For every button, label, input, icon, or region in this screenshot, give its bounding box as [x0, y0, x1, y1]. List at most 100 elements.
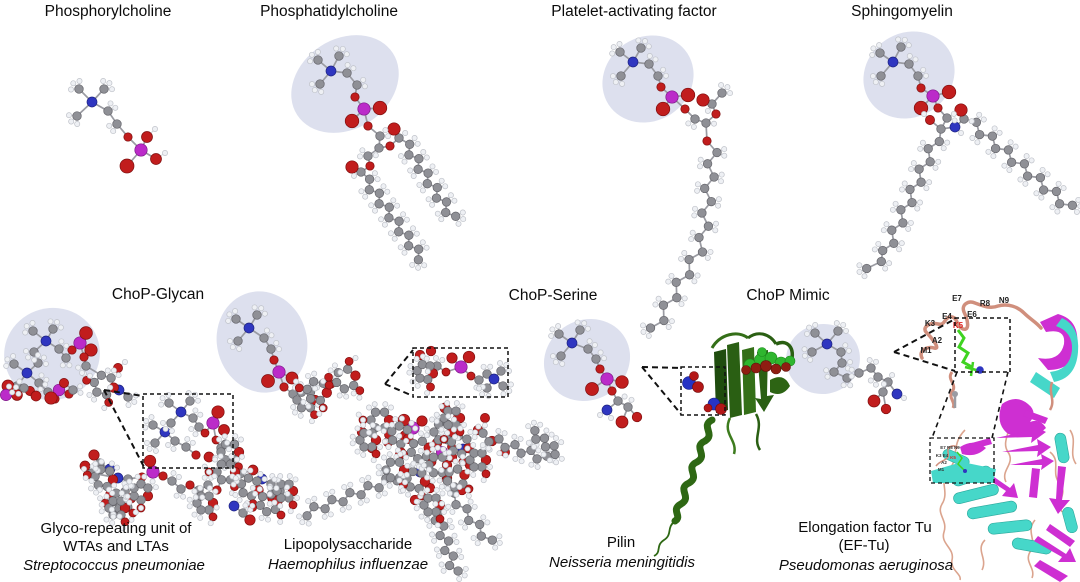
atom-H: [507, 381, 514, 388]
atom-H: [496, 450, 503, 457]
atom-H: [640, 322, 646, 329]
atom-H: [296, 513, 303, 520]
atom-C: [1067, 200, 1078, 210]
atom-H: [66, 112, 72, 119]
atom-H: [359, 477, 366, 484]
atom-H: [403, 437, 410, 444]
atom-C: [266, 344, 276, 354]
atom-C: [238, 488, 248, 498]
atom-C: [413, 164, 423, 174]
atom-H: [360, 76, 367, 83]
atom-H: [189, 439, 196, 446]
atom-O: [441, 367, 451, 377]
atom-H: [110, 513, 117, 520]
atom-C: [549, 441, 559, 451]
atom-O: [867, 394, 881, 408]
atom-H: [718, 82, 725, 89]
atom-O: [44, 391, 58, 405]
atom-H: [108, 460, 115, 467]
atom-C: [404, 150, 414, 160]
atom-H: [502, 452, 509, 459]
atom-O: [656, 82, 666, 92]
atom-H: [411, 135, 418, 141]
atom-C: [417, 436, 427, 446]
atom-H: [412, 425, 419, 432]
atom-H: [525, 423, 532, 430]
atom-O: [680, 87, 696, 103]
atom-H: [257, 471, 264, 477]
atom-H: [848, 373, 855, 380]
atom-H: [823, 367, 830, 374]
atom-H: [847, 382, 854, 389]
atom-H: [718, 171, 725, 178]
atom-H: [549, 326, 556, 333]
atom-H: [697, 156, 704, 163]
atom-O: [30, 390, 42, 402]
atom-H: [895, 36, 902, 43]
atom-C: [327, 495, 337, 505]
atom-C: [403, 241, 414, 251]
atom-H: [355, 411, 362, 418]
atom-H: [1038, 194, 1045, 201]
atom-H: [448, 524, 455, 530]
eftu-mini-magenta-curl: [960, 442, 986, 456]
atom-O: [916, 83, 926, 93]
atom-O: [880, 403, 892, 415]
atom-H: [616, 41, 623, 47]
atom-C: [423, 374, 433, 385]
atom-H: [225, 317, 232, 324]
atom-H: [608, 415, 614, 421]
atom-H: [266, 491, 273, 498]
title-chop-mimic: ChoP Mimic: [746, 287, 830, 304]
atom-C: [441, 197, 452, 207]
atom-H: [365, 474, 372, 481]
atom-C: [898, 218, 908, 228]
atom-H: [558, 439, 565, 446]
atom-O: [655, 101, 671, 117]
atom-C: [204, 491, 214, 501]
pilin-loop: [726, 417, 736, 455]
atom-H: [453, 400, 460, 407]
atom-H: [261, 310, 268, 317]
atom-H: [359, 147, 366, 154]
atom-H: [457, 519, 464, 526]
eftu-strand: [1029, 468, 1040, 498]
atom-H: [249, 502, 256, 509]
atom-C: [355, 435, 365, 445]
atom-H: [75, 364, 82, 371]
atom-O: [350, 92, 360, 102]
atom-H: [271, 476, 278, 483]
atom-O: [941, 84, 957, 100]
atom-H: [487, 463, 493, 470]
atom-H: [294, 494, 300, 501]
atom-C: [103, 106, 113, 116]
atom-H: [501, 430, 508, 437]
atom-H: [4, 356, 11, 363]
atom-C: [167, 476, 177, 486]
title-chop-serine: ChoP-Serine: [508, 287, 598, 304]
atom-C: [482, 369, 492, 379]
atom-H: [362, 193, 369, 200]
atom-H: [390, 197, 397, 204]
atom-C: [703, 221, 714, 231]
eftu-inset-loop: [948, 371, 956, 409]
atom-C: [462, 434, 472, 444]
atom-H: [901, 180, 908, 187]
atom-C: [462, 504, 472, 514]
atom-H: [980, 116, 987, 123]
atom-O: [344, 356, 354, 366]
atom-C: [451, 211, 461, 221]
atom-C: [423, 507, 433, 517]
atom-O: [446, 352, 458, 364]
atom-H: [128, 516, 135, 523]
atom-H: [397, 470, 404, 477]
atom-C: [435, 530, 445, 541]
atom-H: [370, 457, 377, 464]
atom-C: [494, 434, 504, 444]
atom-H: [292, 409, 298, 416]
atom-C: [700, 183, 710, 194]
atom-H: [912, 56, 919, 63]
atom-C: [339, 384, 349, 394]
atom-H: [453, 539, 460, 545]
